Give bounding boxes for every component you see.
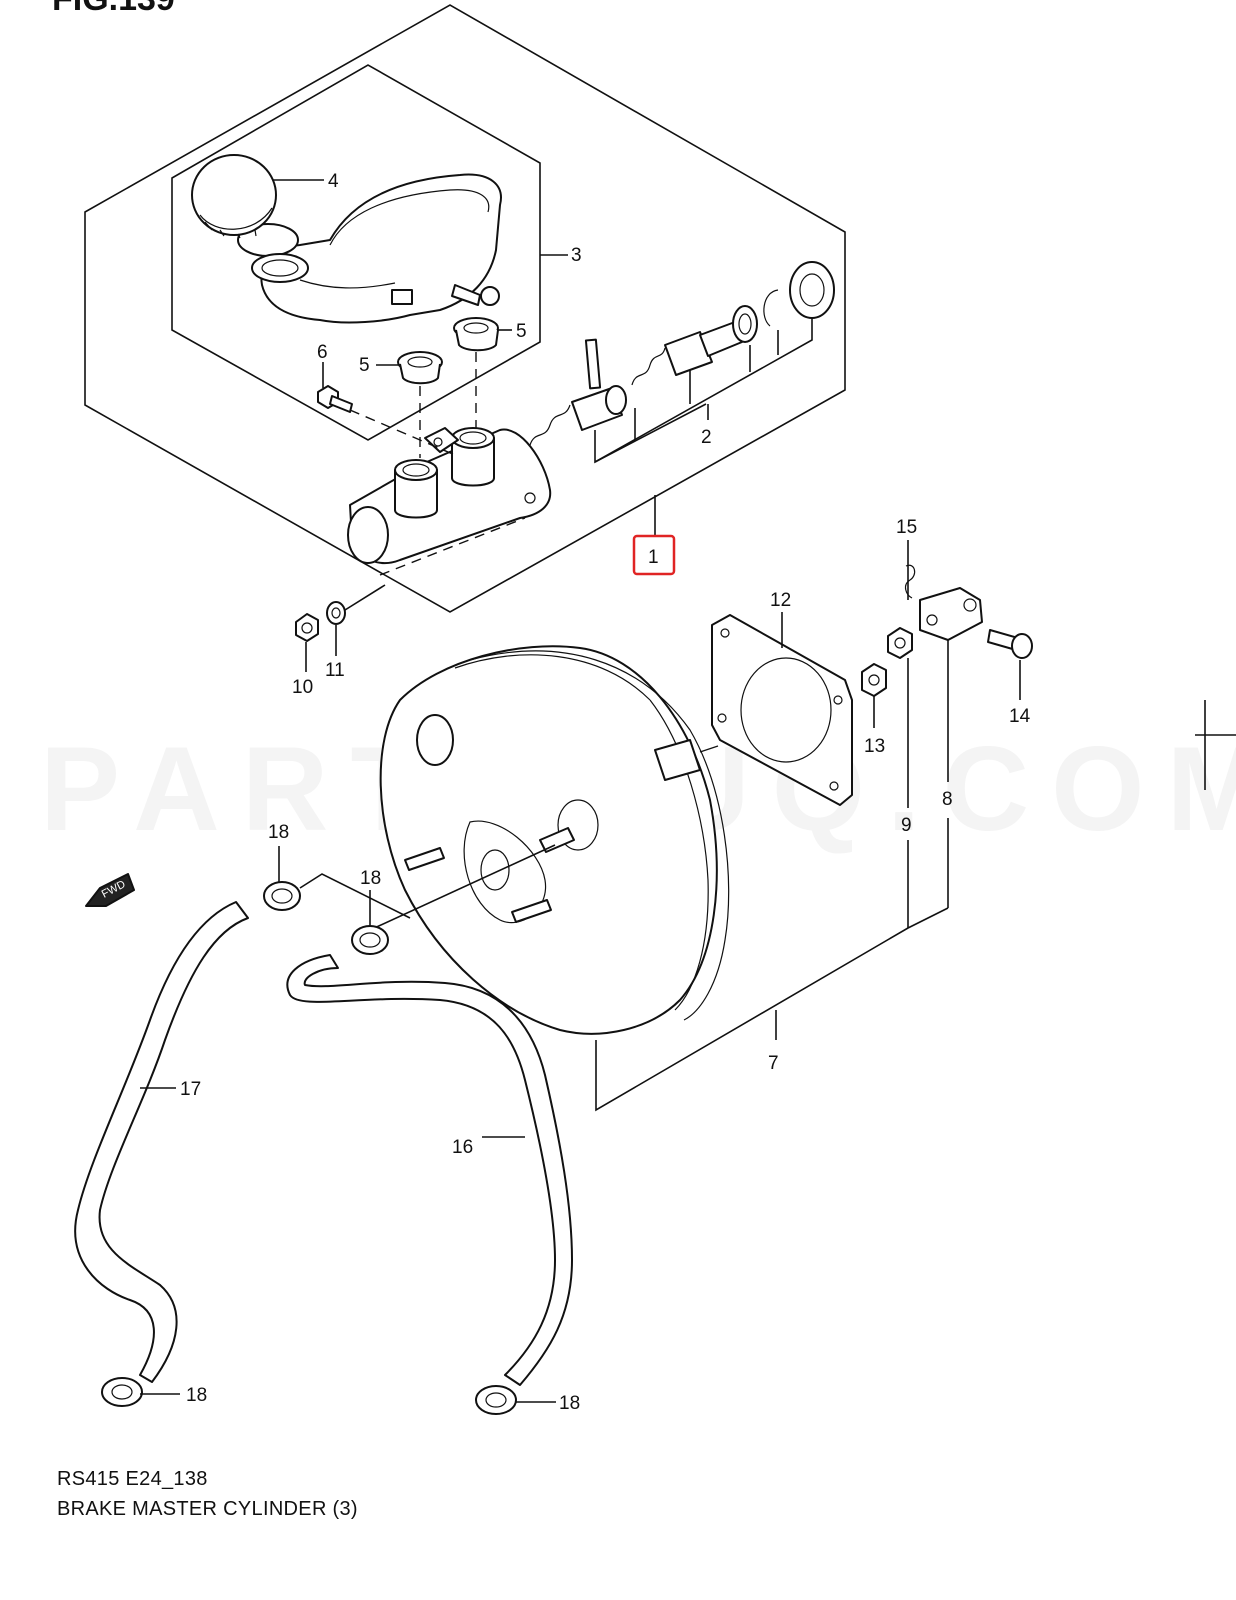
reservoir-cap-icon bbox=[191, 154, 277, 239]
washer-11-icon bbox=[326, 601, 346, 625]
nut-10-icon bbox=[295, 613, 319, 642]
cap-seal-icon bbox=[237, 223, 309, 283]
leader-lines bbox=[140, 179, 1021, 1403]
callout-9[interactable]: 9 bbox=[901, 815, 912, 836]
callout-7[interactable]: 7 bbox=[768, 1053, 779, 1074]
hose-16-icon bbox=[286, 954, 573, 1386]
reservoir-icon bbox=[260, 173, 502, 324]
forward-arrow-icon: FWD bbox=[85, 873, 135, 907]
highlight-box[interactable] bbox=[632, 534, 676, 576]
stud-icon bbox=[404, 847, 445, 871]
callout-3[interactable]: 3 bbox=[571, 245, 582, 266]
dash-line bbox=[349, 409, 456, 456]
piston-assembly-icon bbox=[529, 261, 835, 446]
callout-18-top-left[interactable]: 18 bbox=[268, 822, 289, 843]
clamp-18-top-left-icon bbox=[263, 881, 301, 911]
dash-line bbox=[379, 517, 526, 576]
callout-13[interactable]: 13 bbox=[864, 736, 885, 757]
hose-17-icon bbox=[74, 901, 249, 1383]
callout-1[interactable]: 1 bbox=[648, 547, 659, 568]
clevis-8-icon bbox=[919, 587, 983, 641]
master-cylinder-body-icon bbox=[347, 427, 552, 565]
callout-14[interactable]: 14 bbox=[1009, 706, 1031, 727]
callout-5-right[interactable]: 5 bbox=[516, 321, 527, 342]
callout-2[interactable]: 2 bbox=[701, 427, 712, 448]
clamp-18-bottom-left-icon bbox=[101, 1377, 143, 1407]
clamp-18-center-icon bbox=[351, 925, 389, 955]
callout-8[interactable]: 8 bbox=[942, 789, 953, 810]
callout-11[interactable]: 11 bbox=[325, 660, 345, 681]
leader-line bbox=[369, 844, 556, 931]
nut-13-icon bbox=[861, 663, 887, 697]
assembly-outline-1 bbox=[84, 4, 846, 613]
leader-line bbox=[344, 584, 386, 611]
nut-9-icon bbox=[887, 627, 913, 659]
clamp-18-bottom-right-icon bbox=[475, 1385, 517, 1415]
callout-15[interactable]: 15 bbox=[896, 517, 917, 538]
callout-16[interactable]: 16 bbox=[452, 1137, 473, 1158]
grommet-5-right-icon bbox=[453, 317, 499, 352]
clip-15-icon bbox=[904, 564, 916, 599]
callout-5-left[interactable]: 5 bbox=[359, 355, 370, 376]
figure-title: FIG.139 bbox=[52, 0, 175, 18]
stud-icon bbox=[511, 899, 552, 923]
stud-icon bbox=[539, 827, 575, 853]
callout-6[interactable]: 6 bbox=[317, 342, 328, 363]
gasket-12-icon bbox=[711, 614, 853, 806]
grommet-5-left-icon bbox=[397, 351, 443, 385]
diagram-title: BRAKE MASTER CYLINDER (3) bbox=[57, 1498, 358, 1520]
reservoir-outline-3 bbox=[171, 64, 541, 441]
callout-17[interactable]: 17 bbox=[180, 1079, 201, 1100]
callout-4[interactable]: 4 bbox=[328, 171, 339, 192]
callout-18-bottom-left[interactable]: 18 bbox=[186, 1385, 207, 1406]
callout-18-center[interactable]: 18 bbox=[360, 868, 381, 889]
pin-14-icon bbox=[987, 629, 1033, 659]
bolt-6-icon bbox=[317, 385, 353, 413]
callout-10[interactable]: 10 bbox=[292, 677, 313, 698]
diagram-code: RS415 E24_138 bbox=[57, 1468, 208, 1490]
callout-18-bottom-right[interactable]: 18 bbox=[559, 1393, 580, 1414]
callout-12[interactable]: 12 bbox=[770, 590, 791, 611]
